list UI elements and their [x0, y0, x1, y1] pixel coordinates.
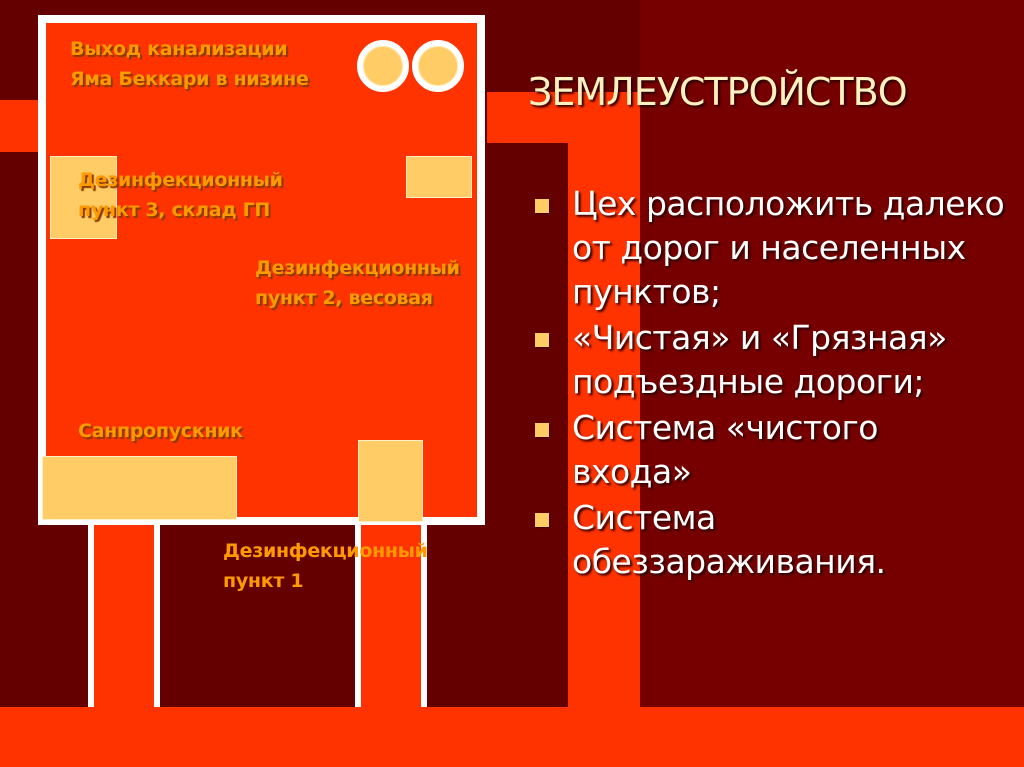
building-sanitary-checkpoint	[42, 456, 237, 520]
label-disinfection-3-line2: пункт 3, склад ГП	[78, 199, 270, 221]
bullet-text: Система обеззараживания.	[572, 498, 886, 581]
bullet-square-icon	[535, 423, 549, 437]
beccari-pit-icon	[412, 40, 464, 92]
label-disinfection-2: Дезинфекционный пункт 2, весовая	[255, 253, 460, 313]
access-road-clean	[355, 510, 427, 707]
slide-title: ЗЕМЛЕУСТРОЙСТВО	[528, 70, 908, 114]
label-disinfection-1-line1: Дезинфекционный	[223, 540, 428, 562]
building-disinfection-1	[358, 440, 423, 522]
label-sewer-exit-line2: Яма Беккари в низине	[70, 68, 309, 90]
bullet-text: «Чистая» и «Грязная» подъездные дороги;	[572, 318, 947, 401]
label-disinfection-2-line1: Дезинфекционный	[255, 257, 460, 279]
label-sewer-exit: Выход канализации Яма Беккари в низине	[70, 34, 309, 94]
bullet-item: Система «чистого входа»	[535, 406, 1005, 494]
bullet-text: Система «чистого входа»	[572, 408, 878, 491]
label-disinfection-3-line1: Дезинфекционный	[78, 169, 283, 191]
access-road-dirty	[88, 518, 160, 707]
bullet-item: «Чистая» и «Грязная» подъездные дороги;	[535, 316, 1005, 404]
building-right	[406, 156, 472, 198]
sewer-well-icon	[357, 40, 409, 92]
bullet-text: Цех расположить далеко от дорог и населе…	[572, 184, 1005, 311]
label-disinfection-1-line2: пункт 1	[223, 570, 304, 592]
bullet-square-icon	[535, 333, 549, 347]
bottom-band	[0, 707, 1024, 767]
background-right	[640, 0, 1024, 767]
label-sanitary-checkpoint: Санпропускник	[78, 420, 243, 442]
bullet-square-icon	[535, 513, 549, 527]
label-disinfection-3: Дезинфекционный пункт 3, склад ГП	[78, 165, 283, 225]
label-disinfection-2-line2: пункт 2, весовая	[255, 287, 433, 309]
building-warehouse	[50, 156, 117, 239]
bullet-item: Цех расположить далеко от дорог и населе…	[535, 182, 1005, 314]
label-sewer-exit-line1: Выход канализации	[70, 38, 288, 60]
right-vertical-band	[568, 92, 640, 712]
bullet-item: Система обеззараживания.	[535, 496, 1005, 584]
bullet-square-icon	[535, 199, 549, 213]
bullet-list: Цех расположить далеко от дорог и населе…	[535, 182, 1005, 586]
label-disinfection-1: Дезинфекционный пункт 1	[223, 536, 428, 596]
